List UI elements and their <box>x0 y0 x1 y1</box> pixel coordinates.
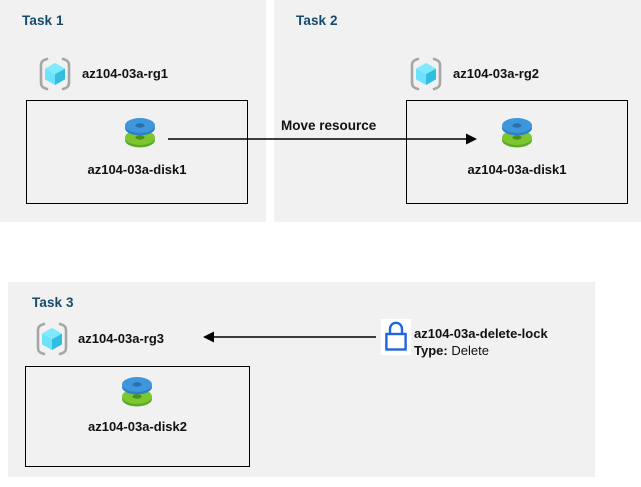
resource-label-disk2-task3: az104-03a-disk2 <box>87 419 187 434</box>
lock-type-key: Type: <box>414 343 448 358</box>
panel-task3-title: Task 3 <box>32 295 74 310</box>
resource-box-task1 <box>26 100 248 204</box>
resource-box-task2 <box>406 100 628 204</box>
panel-task3 <box>8 282 595 477</box>
panel-task2 <box>274 0 641 222</box>
panel-task1-title: Task 1 <box>22 13 64 28</box>
lock-label: az104-03a-delete-lock <box>414 326 548 341</box>
resource-group-icon <box>36 55 74 93</box>
lock-type-row: Type: Delete <box>414 343 489 358</box>
resource-box-task3 <box>25 366 250 467</box>
resource-group-icon <box>33 320 71 358</box>
resource-group-label-rg3: az104-03a-rg3 <box>78 331 164 346</box>
disk-icon <box>118 113 162 153</box>
resource-label-disk1-task1: az104-03a-disk1 <box>87 162 187 177</box>
panel-task2-title: Task 2 <box>296 13 338 28</box>
disk-icon <box>495 113 539 153</box>
lock-arrow <box>203 331 376 343</box>
lock-icon <box>381 319 411 355</box>
resource-label-disk1-task2: az104-03a-disk1 <box>467 162 567 177</box>
disk-icon <box>115 372 159 412</box>
move-resource-label: Move resource <box>281 118 377 133</box>
lock-type-value: Delete <box>451 343 489 358</box>
resource-group-icon <box>407 55 445 93</box>
resource-group-label-rg1: az104-03a-rg1 <box>82 66 168 81</box>
resource-group-label-rg2: az104-03a-rg2 <box>453 66 539 81</box>
move-resource-arrow <box>168 133 477 145</box>
panel-task1 <box>0 0 266 222</box>
